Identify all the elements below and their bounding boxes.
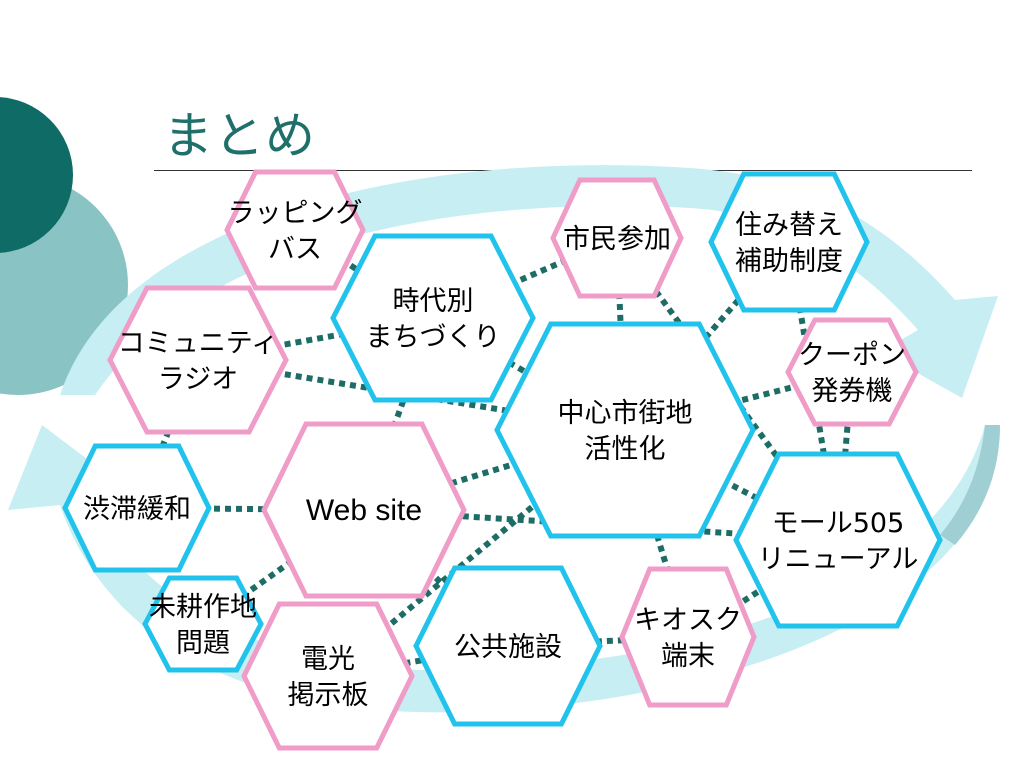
cycle-arrow-shade	[940, 425, 1000, 545]
node-label-coupon-1: 発券機	[812, 376, 893, 407]
node-label-chushin-1: 活性化	[585, 434, 666, 465]
hexagon-coupon	[785, 317, 919, 427]
node-label-jutai-0: 渋滞緩和	[83, 494, 191, 525]
node-label-sumikae-0: 住み替え	[735, 210, 843, 241]
slide-title: まとめ	[163, 107, 316, 165]
node-label-mall-0: モール505	[772, 508, 905, 539]
node-label-jidai-0: 時代別	[393, 286, 474, 317]
hexagon-denko	[241, 601, 415, 751]
node-label-kokyo-0: 公共施設	[454, 632, 562, 663]
node-label-denko-0: 電光	[301, 644, 355, 675]
hexagon-community-radio	[107, 285, 289, 435]
hexagon-mikousaku	[142, 575, 264, 673]
connector-kokyo-denko	[327, 643, 509, 679]
node-label-wrapping-bus-0: ラッピング	[228, 198, 363, 229]
node-label-coupon-0: クーポン	[798, 340, 906, 371]
node-label-kiosk-1: 端末	[661, 641, 715, 672]
hexagon-shimin	[550, 177, 684, 299]
node-label-website-0: Web site	[306, 494, 422, 527]
hexagon-chushin	[494, 321, 756, 539]
hexagon-kokyo	[413, 565, 603, 727]
node-label-community-radio-0: コミュニティ	[118, 328, 278, 359]
hexagon-sumikae	[708, 171, 870, 313]
node-label-denko-1: 掲示板	[288, 680, 369, 711]
node-label-mall-1: リニューアル	[758, 544, 919, 575]
hexagon-kiosk	[619, 566, 757, 708]
hexagon-mall	[733, 451, 943, 629]
node-label-community-radio-1: ラジオ	[158, 364, 238, 395]
hex-node-kokyo: 公共施設	[413, 565, 603, 727]
node-label-chushin-0: 中心市街地	[558, 398, 693, 429]
hex-node-website: Web site	[261, 421, 467, 599]
node-label-mikousaku-0: 未耕作地	[149, 592, 257, 623]
hexagon-layer: ラッピングバス時代別まちづくり市民参加住み替え補助制度コミュニティラジオ中心市街…	[62, 169, 943, 751]
teal-circle-front	[0, 97, 73, 253]
node-label-mikousaku-1: 問題	[176, 628, 230, 659]
hexagon-jidai	[330, 233, 536, 403]
hex-node-shimin: 市民参加	[550, 177, 684, 299]
hexagon-website	[261, 421, 467, 599]
node-label-shimin-0: 市民参加	[563, 224, 671, 255]
hex-node-mall: モール505 リニューアル	[733, 451, 943, 629]
hex-node-jutai: 渋滞緩和	[62, 443, 212, 573]
node-label-sumikae-1: 補助制度	[735, 246, 843, 277]
node-label-wrapping-bus-1: バス	[268, 234, 322, 265]
node-label-kiosk-0: キオスク	[634, 605, 742, 636]
hexagon-jutai	[62, 443, 212, 573]
node-label-jidai-1: まちづくり	[366, 322, 501, 353]
hexagon-wrapping-bus	[224, 169, 366, 291]
